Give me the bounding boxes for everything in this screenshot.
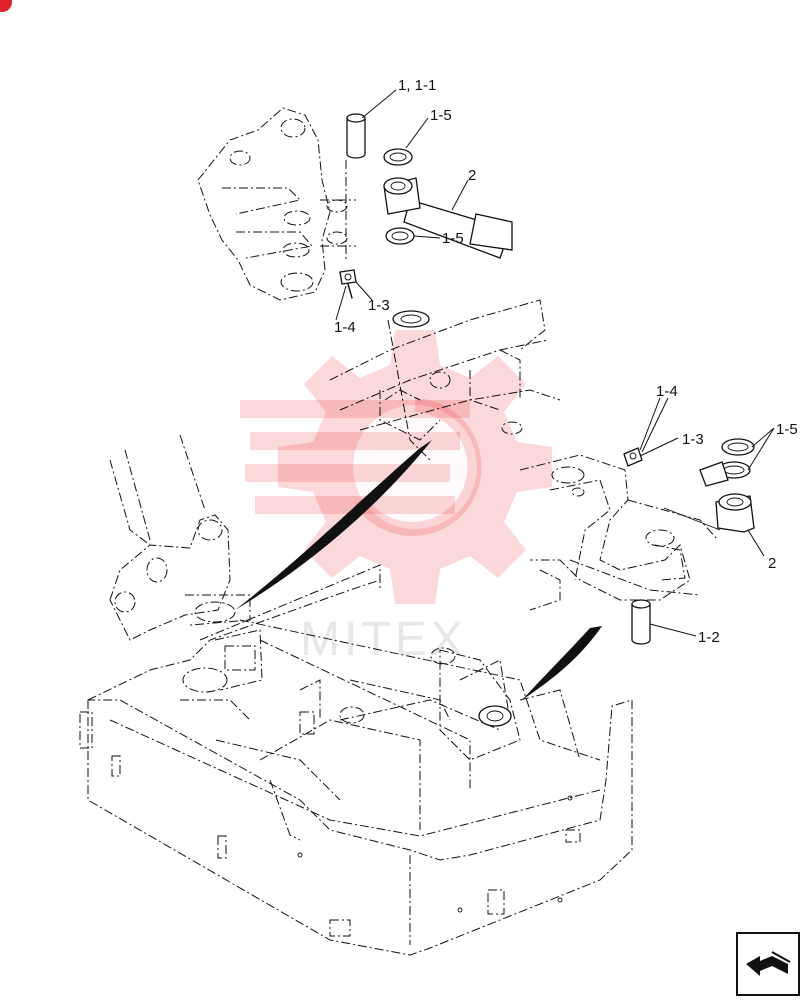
callout-bolt-top-1-4: 1-4 bbox=[334, 319, 356, 336]
callout-pin-2: 1-2 bbox=[698, 629, 720, 646]
callout-cylinder-right: 2 bbox=[768, 555, 776, 572]
callout-pin: 1, 1-1 bbox=[398, 77, 436, 94]
callout-cylinder-upper: 2 bbox=[468, 167, 476, 184]
callout-bolt-right-1-3: 1-3 bbox=[682, 431, 704, 448]
right-bracket bbox=[519, 454, 719, 611]
callout-bolt-top-1-3: 1-3 bbox=[368, 297, 390, 314]
upper-frame bbox=[329, 299, 561, 461]
watermark-gear bbox=[240, 330, 552, 604]
bolt-top bbox=[339, 269, 357, 299]
cylinder-right bbox=[663, 461, 755, 533]
swing-bracket bbox=[79, 434, 263, 749]
main-frame bbox=[87, 564, 633, 956]
callout-washer-upper: 1-5 bbox=[430, 107, 452, 124]
sweep-arrow-left bbox=[235, 440, 432, 610]
washer-upper bbox=[383, 148, 413, 166]
watermark-text: MITEX bbox=[300, 613, 467, 666]
washer-lower bbox=[385, 227, 415, 245]
leader-lines bbox=[335, 89, 775, 637]
return-arrow-icon[interactable] bbox=[736, 932, 800, 996]
corner-badge-icon bbox=[0, 0, 12, 12]
bolt-right bbox=[623, 447, 643, 467]
pin-1 bbox=[346, 113, 366, 159]
washer-right-1 bbox=[721, 438, 755, 456]
callout-bolt-right-1-4: 1-4 bbox=[656, 383, 678, 400]
top-boom-bracket bbox=[197, 107, 356, 301]
callout-washer-lower: 1-5 bbox=[442, 230, 464, 247]
pin-2 bbox=[631, 599, 651, 645]
callout-washer-right: 1-5 bbox=[776, 421, 798, 438]
cylinder-lower bbox=[339, 647, 521, 761]
return-arrow-glyph bbox=[746, 951, 791, 976]
cylinder-upper bbox=[383, 177, 513, 259]
sweep-arrow-right bbox=[522, 626, 602, 700]
